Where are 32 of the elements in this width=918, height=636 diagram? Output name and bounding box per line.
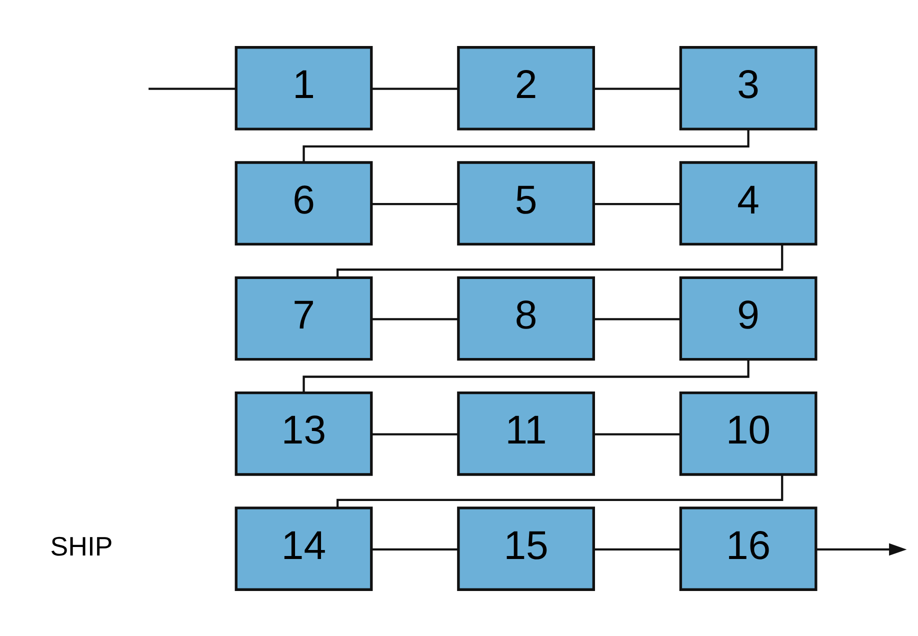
node-box: 2 (457, 46, 595, 130)
node-box: 14 (234, 506, 373, 590)
connector (594, 548, 680, 550)
connector (372, 87, 458, 90)
node-box: 3 (679, 46, 818, 130)
node-box: 1 (234, 46, 373, 130)
node-box: 9 (679, 276, 818, 360)
arrow (816, 542, 907, 556)
connector (594, 202, 680, 205)
connector (302, 128, 750, 162)
connector (372, 548, 458, 550)
node-box: 5 (457, 160, 595, 246)
node-box: 6 (234, 160, 373, 246)
connector (336, 474, 784, 508)
connector (594, 318, 680, 320)
node-box: 10 (679, 390, 818, 476)
node-box: 16 (679, 506, 818, 590)
connector (148, 87, 236, 90)
connector (372, 202, 458, 205)
node-box: 4 (679, 160, 818, 246)
node-box: 8 (457, 276, 595, 360)
node-box: 13 (234, 390, 373, 476)
connector (594, 432, 680, 435)
connector (372, 318, 458, 320)
node-box: 15 (457, 506, 595, 590)
node-box: 11 (457, 390, 595, 476)
connector (336, 244, 784, 277)
connector (594, 87, 680, 90)
connector (302, 359, 750, 392)
label: SHIP (50, 531, 113, 561)
node-box: 7 (234, 276, 373, 360)
connector (372, 432, 458, 435)
